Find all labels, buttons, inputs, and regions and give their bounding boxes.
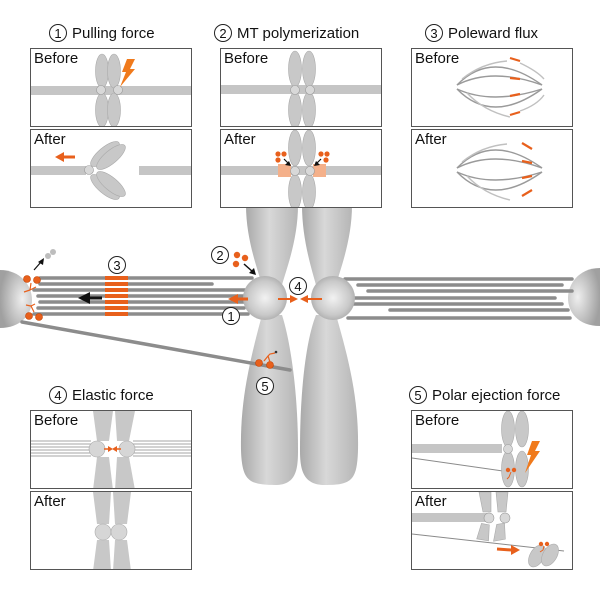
panel-1-before-label: Before [34,50,79,67]
elastic-arrow-icon [104,446,121,452]
panel-1-after: After [30,129,192,208]
panel-1-before: Before [30,48,192,127]
callout-2: 2 [211,246,229,264]
lightning-icon [120,59,135,87]
chromokinesin-icon [505,467,517,480]
panel-3-title-text: Poleward flux [448,24,539,42]
flux-marks [105,276,128,316]
panel-2-number: 2 [214,24,232,42]
panel-1-title-text: Pulling force [72,24,155,42]
panel-1-before-drawing [31,53,191,126]
panel-3-after-label: After [415,131,447,148]
panel-1-title: 1 Pulling force [49,24,155,42]
panel-5-before-drawing [412,411,540,488]
panel-3-after-drawing [456,142,543,201]
panel-1-number: 1 [49,24,67,42]
panel-2-before: Before [220,48,382,127]
chromokinesin-icon [538,541,550,553]
left-kinetochore [243,276,287,320]
pulling-arrow-icon [228,294,248,304]
panel-5-before-label: Before [415,412,460,429]
panel-3-title: 3 Poleward flux [425,24,538,42]
left-microtubules [20,276,292,372]
callout-1: 1 [222,307,240,325]
right-kinetochore [311,276,355,320]
panel-3-before-drawing [456,56,545,118]
ejection-arrow-icon [496,545,520,555]
panel-5-title-text: Polar ejection force [432,386,561,404]
callout-5: 5 [256,377,274,395]
panel-4-before: Before [30,410,192,489]
panel-5-number: 5 [409,386,427,404]
panel-4-after: After [30,491,192,570]
tubulin-icon [275,151,330,163]
panel-5-after-drawing [412,492,565,568]
callout-3: 3 [108,256,126,274]
left-chromatid [240,205,298,485]
motor-protein-icon [23,249,56,321]
panel-2-after-label: After [224,131,256,148]
panel-1-after-drawing [31,141,191,200]
lightning-icon [525,441,540,473]
elastic-arrows-icon [278,295,322,303]
panel-5-title: 5 Polar ejection force [409,386,560,404]
poleward-arrow-icon [78,292,102,304]
panel-4-title: 4 Elastic force [49,386,154,404]
tubulin-dimers-icon [232,251,256,275]
panel-4-before-label: Before [34,412,79,429]
panel-4-title-text: Elastic force [72,386,154,404]
left-spindle-pole [0,270,32,328]
panel-1-after-label: After [34,131,66,148]
panel-5-after: After [411,491,573,570]
panel-2-title-text: MT polymerization [237,24,360,42]
panel-2-before-drawing [221,50,381,126]
panel-3-after: After [411,129,573,208]
panel-4-after-label: After [34,493,66,510]
panel-3-number: 3 [425,24,443,42]
panel-3-before-label: Before [415,50,460,67]
panel-4-before-drawing [31,411,191,488]
chromokinesin-icon [255,350,278,369]
panel-5-after-label: After [415,493,447,510]
panel-5-before: Before [411,410,573,489]
panel-3-before: Before [411,48,573,127]
right-microtubules [343,277,574,320]
panel-2-after-drawing [221,130,381,207]
panel-2-title: 2 MT polymerization [214,24,359,42]
panel-2-after: After [220,129,382,208]
right-chromatid [300,205,359,485]
right-spindle-pole [568,268,600,326]
pull-arrow-icon [55,152,75,162]
panel-4-after-drawing [93,492,131,569]
panel-4-number: 4 [49,386,67,404]
panel-2-before-label: Before [224,50,269,67]
callout-4: 4 [289,277,307,295]
